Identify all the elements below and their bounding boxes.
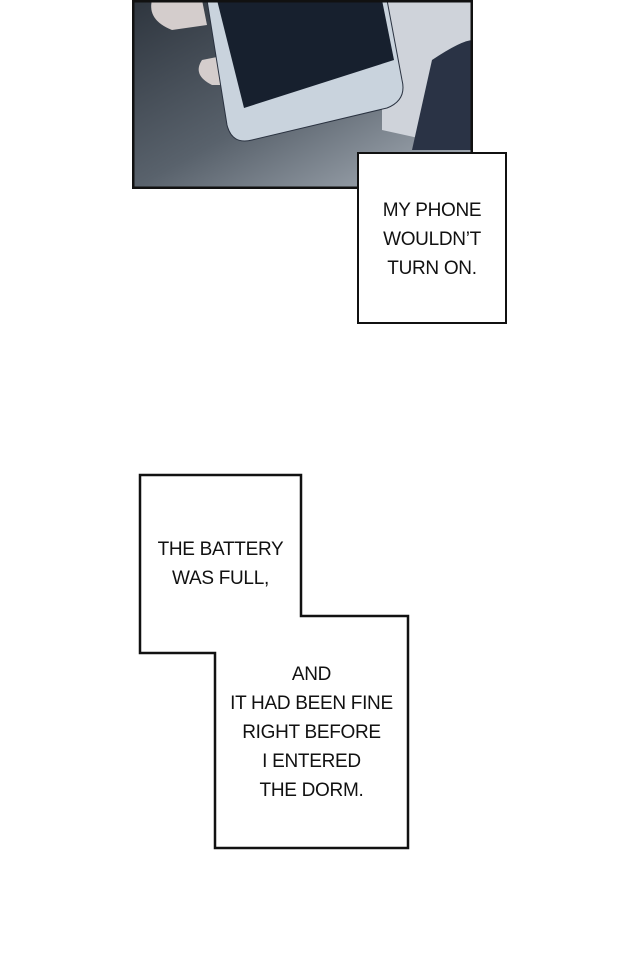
caption-line: I ENTERED: [262, 751, 361, 772]
caption-line: WOULDN’T: [383, 229, 481, 250]
caption-line: MY PHONE: [382, 200, 482, 221]
caption-box-1: [357, 152, 507, 324]
caption-2-text: THE BATTERY WAS FULL,: [140, 535, 301, 593]
caption-line: WAS FULL,: [172, 568, 269, 589]
caption-line: RIGHT BEFORE: [242, 722, 381, 743]
caption-line: THE BATTERY: [157, 539, 284, 560]
caption-line: IT HAD BEEN FINE: [230, 693, 393, 714]
caption-line: THE DORM.: [259, 780, 364, 801]
caption-3-text: AND IT HAD BEEN FINE RIGHT BEFORE I ENTE…: [215, 660, 408, 805]
caption-line: AND: [291, 664, 332, 685]
phone-screen: [217, 0, 394, 108]
caption-line: TURN ON.: [387, 258, 477, 279]
caption-1-text: MY PHONE WOULDN’T TURN ON.: [357, 196, 507, 283]
